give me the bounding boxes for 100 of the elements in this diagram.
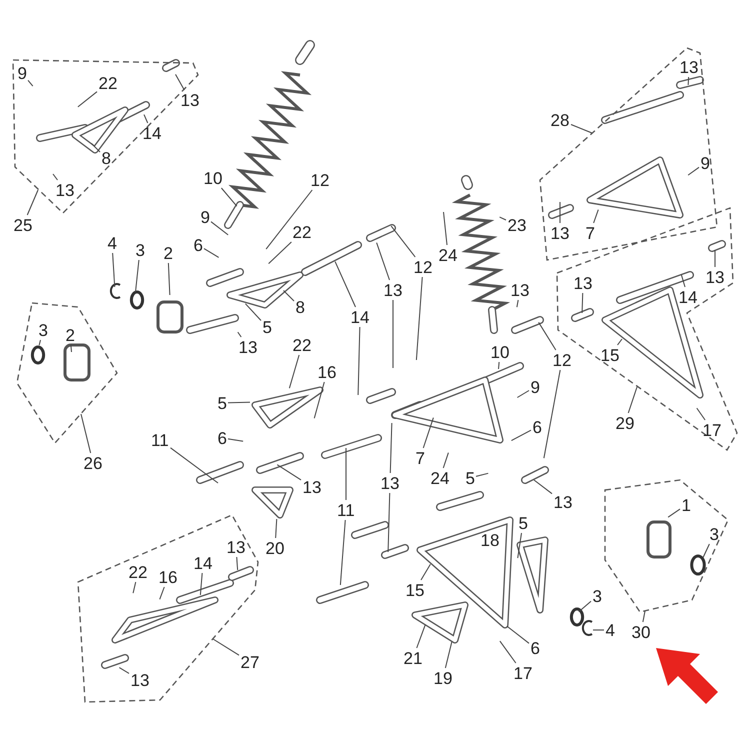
leader-line	[268, 242, 292, 264]
callout-number: 13	[706, 268, 724, 286]
callout-number: 7	[586, 224, 595, 242]
leader-line	[38, 340, 41, 346]
callout-number: 17	[702, 422, 722, 438]
callout-number: 24	[430, 470, 450, 486]
callout-number: 15	[406, 582, 424, 598]
leader-line	[236, 556, 238, 570]
callout-number: 14	[350, 308, 370, 326]
leader-line	[696, 408, 706, 420]
leader-line	[688, 166, 700, 176]
callout-number: 13	[510, 282, 530, 298]
leader-line	[476, 472, 489, 477]
callout-number: 23	[508, 216, 526, 234]
callout-number: 6	[194, 236, 203, 254]
leader-line	[376, 242, 390, 280]
group-outline	[11, 58, 200, 215]
group-outline	[15, 301, 119, 445]
leader-line	[390, 225, 416, 258]
leader-line	[220, 188, 238, 207]
callout-number: 11	[337, 502, 355, 518]
callout-number: 9	[18, 64, 27, 82]
callout-number: 14	[194, 554, 212, 572]
leader-line	[506, 626, 530, 644]
callout-number: 22	[292, 224, 312, 240]
leader-line	[237, 332, 242, 338]
callout-number: 27	[240, 654, 260, 670]
leader-line	[168, 262, 170, 296]
callout-number: 13	[550, 224, 570, 242]
leader-line	[170, 447, 218, 484]
callout-number: 13	[130, 672, 150, 688]
leader-line	[334, 261, 356, 308]
callout-number: 24	[438, 246, 458, 264]
callout-number: 20	[266, 540, 284, 556]
leader-line	[228, 402, 250, 404]
callout-number: 16	[318, 364, 336, 380]
callout-number: 13	[226, 538, 246, 556]
leader-line	[390, 422, 392, 474]
leader-line	[422, 417, 434, 448]
leader-line	[688, 76, 690, 86]
callout-number: 12	[310, 172, 330, 188]
leader-line	[132, 582, 136, 594]
callout-number: 2	[66, 326, 75, 344]
leader-line	[442, 452, 449, 468]
leader-line	[52, 174, 58, 180]
leader-line	[628, 386, 638, 414]
leader-line	[266, 190, 313, 250]
leader-line	[388, 492, 390, 552]
callout-number: 5	[518, 514, 528, 532]
leader-line	[159, 586, 165, 600]
leader-line	[498, 362, 500, 370]
callout-number: 14	[142, 124, 162, 142]
callout-number: 6	[530, 640, 540, 656]
group-outline	[603, 478, 730, 614]
callout-number: 13	[238, 338, 258, 356]
callout-number: 6	[218, 430, 227, 446]
callout-number: 21	[404, 650, 422, 666]
leader-line	[443, 212, 448, 246]
leader-line	[276, 464, 302, 480]
callout-number: 1	[682, 496, 691, 514]
callout-number: 29	[616, 414, 634, 432]
callout-number: 25	[14, 216, 32, 234]
leader-line	[416, 276, 423, 360]
leader-line	[80, 414, 92, 454]
leader-line	[340, 520, 346, 586]
callout-number: 10	[490, 344, 510, 360]
callout-number: 8	[102, 150, 111, 166]
leader-line	[617, 338, 622, 346]
leader-line	[543, 370, 561, 459]
leader-line	[499, 640, 516, 664]
leader-line	[118, 667, 130, 674]
callout-number: 19	[434, 670, 452, 686]
callout-number: 4	[108, 234, 117, 252]
callout-number: 26	[84, 454, 102, 472]
callout-number: 15	[600, 346, 620, 364]
callout-number: 22	[128, 564, 148, 580]
callout-number: 13	[574, 274, 592, 292]
leader-line	[70, 344, 72, 352]
callout-number: 17	[514, 664, 532, 682]
callout-number: 22	[292, 336, 312, 354]
leader-line	[416, 624, 426, 648]
callout-number: 3	[38, 322, 48, 338]
leader-line	[593, 209, 599, 224]
callout-number: 9	[200, 208, 210, 226]
leader-line	[702, 544, 710, 558]
callout-number: 5	[466, 470, 475, 486]
callout-number: 10	[204, 170, 222, 186]
leader-line	[444, 641, 452, 668]
leader-line	[26, 190, 38, 216]
callout-number: 13	[680, 58, 698, 76]
leader-line	[642, 610, 646, 622]
leader-line	[392, 300, 394, 368]
leader-line	[578, 600, 592, 612]
callout-number: 8	[296, 298, 305, 316]
leader-line	[538, 322, 556, 350]
leader-line	[516, 390, 530, 398]
leader-line	[135, 260, 140, 292]
callout-number: 3	[592, 588, 602, 604]
callout-number: 6	[532, 418, 542, 436]
leader-line	[212, 638, 240, 656]
